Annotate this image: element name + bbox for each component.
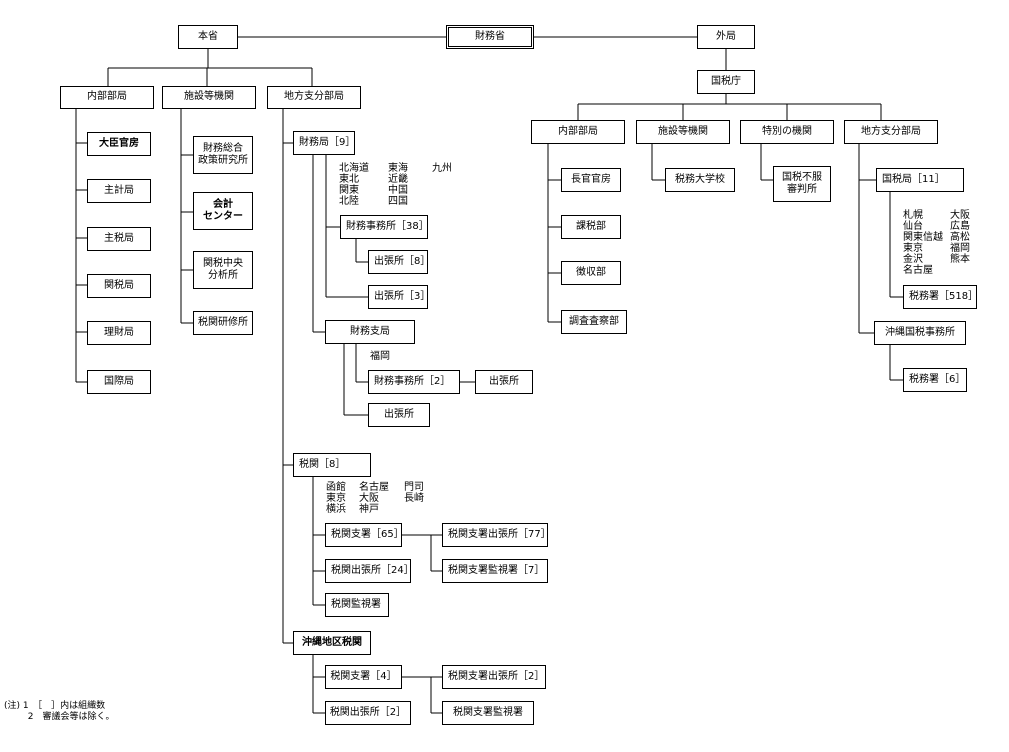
zaimukyoku-shutchojo-box: 出張所［3］ <box>368 285 430 309</box>
shisetsu-item-soken: 財務総合 政策研究所 <box>193 136 253 174</box>
shisetsu-item-kaikei-center: 会計 センター <box>193 192 253 230</box>
naibu-item-kokusai: 国際局 <box>87 370 151 394</box>
root-box-zaimusho: 財務省 <box>446 25 534 49</box>
zaimukyoku-region-2b: 近畿 <box>388 174 408 185</box>
kokuzeicho-naibu-box: 内部部局 <box>531 120 625 144</box>
note-line-1: (注) 1 ［ ］内は組織数 <box>4 701 106 711</box>
kz-naibu-item-choshu: 徴収部 <box>561 261 621 285</box>
zeikan-region-2a: 東京 <box>326 493 346 504</box>
kokuzeicho-box: 国税庁 <box>697 70 755 94</box>
zeikan-shisho-shutchojo-box: 税関支署出張所［77］ <box>442 523 551 547</box>
kokuzeicho-tokubetsu-box: 特別の機関 <box>740 120 834 144</box>
kz-shisetsu-item-zeimu-daigakko: 税務大学校 <box>665 168 735 192</box>
zeikan-region-1b: 名古屋 <box>359 482 389 493</box>
okinawa-kokuzei-jimusho-box: 沖縄国税事務所 <box>874 321 966 345</box>
kokuzeikyoku-region-4b: 福岡 <box>950 243 970 254</box>
zaimukyoku-region-3a: 関東 <box>339 185 359 196</box>
naibu-item-kanzei: 関税局 <box>87 274 151 298</box>
okinawa-zeimusho-box: 税務署［6］ <box>903 368 967 392</box>
kokuzeikyoku-region-6a: 名古屋 <box>903 265 933 276</box>
zaimushikyoku-box: 財務支局 <box>325 320 415 344</box>
zaimukyoku-region-1b: 東海 <box>388 163 408 174</box>
zaimushikyoku-jimusho-shutchojo-box: 出張所 <box>475 370 533 394</box>
kokuzeikyoku-region-2a: 仙台 <box>903 221 923 232</box>
zaimushikyoku-shutchojo-box: 出張所 <box>368 403 430 427</box>
zeikan-region-1c: 門司 <box>404 482 424 493</box>
zeikan-shisho-box: 税関支署［65］ <box>325 523 404 547</box>
kokuzeicho-shisetsu-box: 施設等機関 <box>636 120 730 144</box>
kokuzeikyoku-region-4a: 東京 <box>903 243 923 254</box>
kokuzeikyoku-region-5a: 金沢 <box>903 254 923 265</box>
kokuzeicho-chiho-box: 地方支分部局 <box>844 120 938 144</box>
kokuzeikyoku-region-2b: 広島 <box>950 221 970 232</box>
zeikan-region-1a: 函館 <box>326 482 346 493</box>
zaimukyoku-box: 財務局［9］ <box>293 131 355 155</box>
okinawa-shisho-shutchojo-box: 税関支署出張所［2］ <box>442 665 546 689</box>
kokuzeikyoku-region-3a: 関東信越 <box>903 232 943 243</box>
zeikan-region-3a: 横浜 <box>326 504 346 515</box>
gaikyoku-box: 外局 <box>697 25 755 49</box>
zeikan-region-3b: 神戸 <box>359 504 379 515</box>
zaimushikyoku-region: 福岡 <box>370 351 390 362</box>
zaimukyoku-region-4b: 四国 <box>388 196 408 207</box>
zaimu-jimusho-shutchojo-box: 出張所［8］ <box>368 250 430 274</box>
okinawa-shisho-kanshisho-box: 税関支署監視署 <box>442 701 534 725</box>
zaimu-jimusho-box: 財務事務所［38］ <box>340 215 429 239</box>
kokuzeikyoku-box: 国税局［11］ <box>876 168 964 192</box>
honsho-box: 本省 <box>178 25 238 49</box>
zeikan-shisho-kanshisho-box: 税関支署監視署［7］ <box>442 559 548 583</box>
kz-naibu-item-kazei: 課税部 <box>561 215 621 239</box>
honsho-chiho-box: 地方支分部局 <box>267 86 361 109</box>
kz-tokubetsu-item-fufuku-shinpanjo: 国税不服 審判所 <box>773 166 831 202</box>
zeikan-box: 税関［8］ <box>293 453 371 477</box>
honsho-shisetsu-box: 施設等機関 <box>162 86 256 109</box>
zeikan-region-2c: 長崎 <box>404 493 424 504</box>
naibu-item-shuzei: 主税局 <box>87 227 151 251</box>
kz-naibu-item-chokan-kanbo: 長官官房 <box>561 168 621 192</box>
okinawa-shutchojo-box: 税関出張所［2］ <box>325 701 411 725</box>
okinawa-shisho-box: 税関支署［4］ <box>325 665 402 689</box>
zaimushikyoku-jimusho-box: 財務事務所［2］ <box>368 370 460 394</box>
naibu-item-rizai: 理財局 <box>87 321 151 345</box>
zeikan-region-2b: 大阪 <box>359 493 379 504</box>
kokuzeikyoku-region-3b: 高松 <box>950 232 970 243</box>
zaimukyoku-region-4a: 北陸 <box>339 196 359 207</box>
kokuzeikyoku-region-5b: 熊本 <box>950 254 970 265</box>
kokuzeikyoku-zeimusho-box: 税務署［518］ <box>903 285 978 309</box>
zaimukyoku-region-1c: 九州 <box>432 163 452 174</box>
kokuzeikyoku-region-1b: 大阪 <box>950 210 970 221</box>
honsho-naibu-box: 内部部局 <box>60 86 154 109</box>
naibu-item-daijin-kanbo: 大臣官房 <box>87 132 151 156</box>
zaimukyoku-region-3b: 中国 <box>388 185 408 196</box>
zeikan-shutchojo-box: 税関出張所［24］ <box>325 559 414 583</box>
naibu-item-shukei: 主計局 <box>87 179 151 203</box>
zeikan-kanshisho-box: 税関監視署 <box>325 593 389 617</box>
zaimukyoku-region-2a: 東北 <box>339 174 359 185</box>
kokuzeikyoku-region-1a: 札幌 <box>903 210 923 221</box>
okinawa-zeikan-box: 沖縄地区税関 <box>293 631 371 655</box>
note-line-2: 2 審議会等は除く。 <box>4 712 115 722</box>
zaimukyoku-region-1a: 北海道 <box>339 163 369 174</box>
kz-naibu-item-chosa-sasatsu: 調査査察部 <box>561 310 627 334</box>
shisetsu-item-kenshujo: 税関研修所 <box>193 311 253 335</box>
shisetsu-item-bunsekisho: 関税中央 分析所 <box>193 251 253 289</box>
